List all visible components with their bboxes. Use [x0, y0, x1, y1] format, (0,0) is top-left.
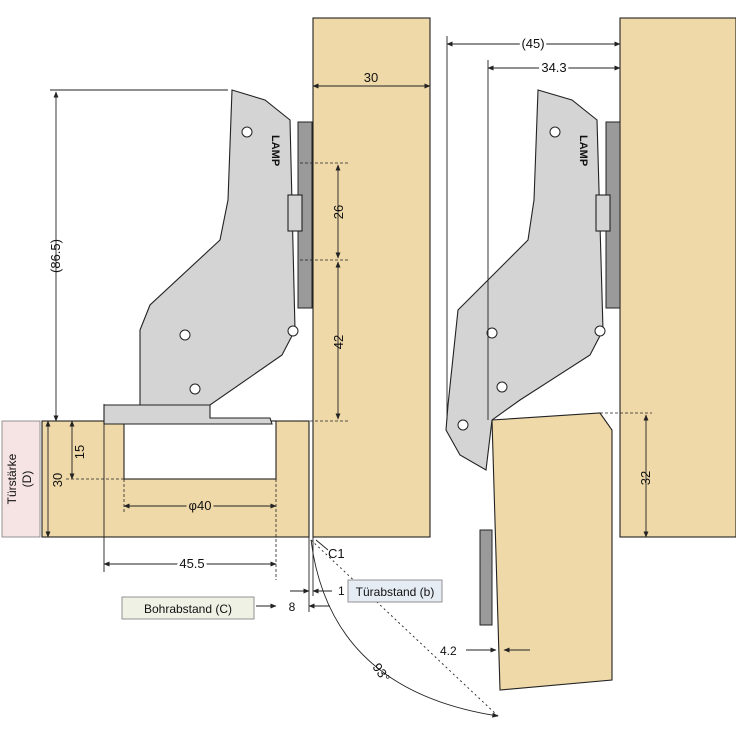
- screw-icon: [496, 381, 508, 393]
- dim-34-3-label: 34.3: [541, 60, 566, 75]
- chamfer-leader: [315, 539, 329, 551]
- dim-door-label: 30: [50, 473, 65, 487]
- angle-ref-line: [310, 539, 499, 717]
- right-mounting-plate: [605, 121, 621, 309]
- dim-1-label: 1: [338, 584, 345, 598]
- left-cabinet-panel: [312, 17, 431, 538]
- dim-32-label: 32: [638, 471, 653, 485]
- left-hinge-cup: [103, 404, 273, 425]
- door-gap-box: [347, 579, 443, 603]
- screw-icon: [179, 329, 191, 341]
- dim-8-label: 8: [289, 600, 296, 614]
- brand-logo: LAMP: [269, 135, 281, 166]
- screw-icon: [241, 126, 253, 138]
- door-thickness-label-line1: Türstärke: [5, 453, 19, 504]
- right-plate-clip: [595, 194, 611, 232]
- bore-distance-box: [121, 596, 255, 620]
- dim-26-label: 26: [331, 205, 346, 219]
- screw-icon: [594, 325, 606, 337]
- screw-icon: [457, 419, 469, 431]
- screw-icon: [189, 383, 201, 395]
- left-plate-clip: [287, 194, 303, 232]
- angle-arc: [310, 539, 499, 718]
- dim-15-label: 15: [72, 445, 87, 459]
- cup-bore: [123, 420, 277, 480]
- screw-icon: [549, 126, 561, 138]
- door-thickness-label-line2: (D): [20, 471, 34, 488]
- chamfer-label: C1: [328, 546, 345, 561]
- dim-40-label: φ40: [189, 498, 212, 513]
- right-hinge-arm: [445, 89, 604, 471]
- dim-45-5-label: 45.5: [179, 556, 204, 571]
- door-thickness-label-box: [1, 420, 41, 538]
- dim-panel-label: 30: [364, 70, 378, 85]
- bore-distance-label: Bohrabstand (C): [144, 602, 232, 616]
- dim-height-label: (86.5): [48, 239, 63, 273]
- door-gap-label: Türabstand (b): [356, 585, 435, 599]
- right-cabinet-panel: [619, 17, 736, 538]
- screw-icon: [486, 327, 498, 339]
- brand-logo: LAMP: [577, 135, 589, 166]
- left-mounting-plate: [297, 121, 313, 309]
- dim-45-label: (45): [521, 36, 544, 51]
- right-door-open: [491, 412, 613, 691]
- screw-icon: [287, 325, 299, 337]
- right-cup: [479, 529, 493, 626]
- dim-4-2-label: 4.2: [440, 644, 457, 658]
- dim-42-label: 42: [331, 335, 346, 349]
